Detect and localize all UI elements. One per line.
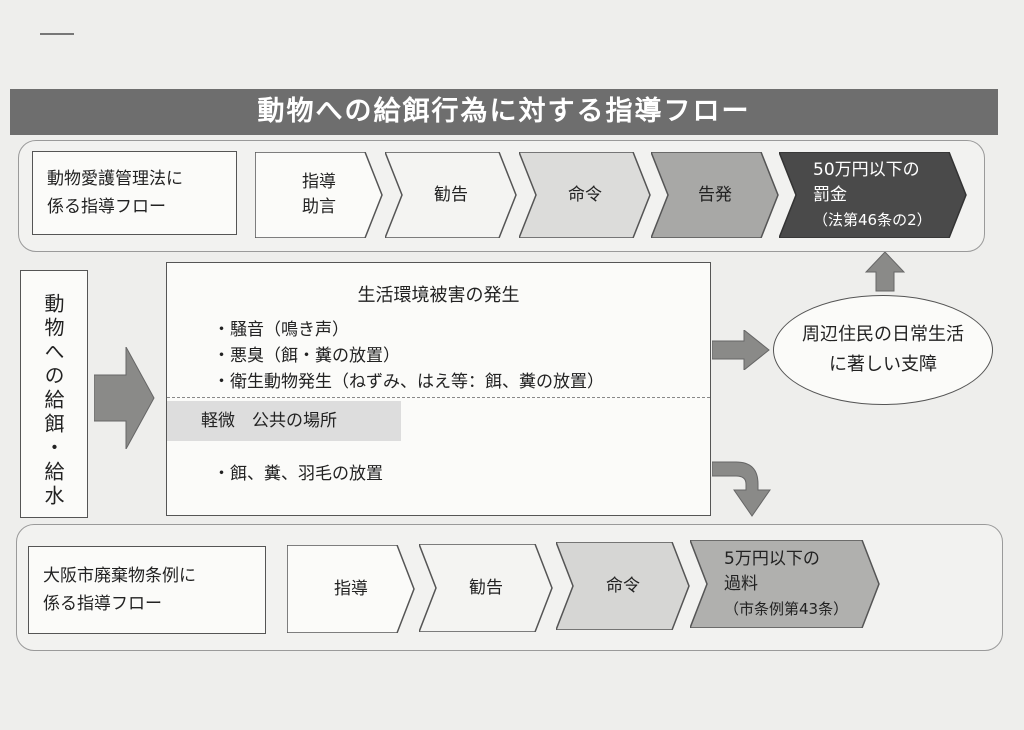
environmental-damage-box: 生活環境被害の発生 ・騒音（鳴き声） ・悪臭（餌・糞の放置） ・衛生動物発生（ね… xyxy=(166,262,711,516)
step-line: 命令 xyxy=(606,575,640,596)
step-guidance: 指導 助言 xyxy=(255,152,383,238)
dashed-divider xyxy=(167,397,710,398)
step-line: 勧告 xyxy=(434,184,468,205)
minor-heading: 軽微 公共の場所 xyxy=(167,401,401,441)
step-fine: 50万円以下の 罰金 （法第46条の2） xyxy=(779,152,967,238)
curved-arrow-icon xyxy=(712,461,771,517)
step-line: 50万円以下の xyxy=(813,159,920,180)
step-note: （市条例第43条） xyxy=(724,599,849,618)
step-line: 罰金 xyxy=(813,184,847,205)
step-line: 過料 xyxy=(724,573,758,594)
damage-item: ・騒音（鳴き声） xyxy=(213,320,349,340)
feeding-label-text: 動物への給餌・給水 xyxy=(41,293,65,509)
label-line: 大阪市廃棄物条例に xyxy=(43,566,196,586)
step-order: 命令 xyxy=(519,152,651,238)
label-line: 係る指導フロー xyxy=(43,594,162,614)
arrow-right-icon xyxy=(712,330,770,370)
step-line: 5万円以下の xyxy=(724,548,820,569)
step-order: 命令 xyxy=(556,542,690,630)
outcome-ellipse: 周辺住民の日常生活 に著しい支障 xyxy=(773,295,993,405)
page-title: 動物への給餌行為に対する指導フロー xyxy=(10,89,998,135)
animal-welfare-flow-label: 動物愛護管理法に 係る指導フロー xyxy=(32,151,237,235)
step-recommendation: 勧告 xyxy=(385,152,517,238)
step-line: 指導 xyxy=(302,172,336,192)
step-line: 指導 xyxy=(334,578,368,599)
label-line: 動物愛護管理法に xyxy=(47,169,183,189)
arrow-up-icon xyxy=(865,252,905,292)
damage-item: ・悪臭（餌・糞の放置） xyxy=(213,346,400,366)
step-accusation: 告発 xyxy=(651,152,779,238)
step-guidance: 指導 xyxy=(287,545,415,633)
minor-item: ・餌、糞、羽毛の放置 xyxy=(213,464,383,484)
outcome-line: に著しい支障 xyxy=(829,354,937,375)
step-note: （法第46条の2） xyxy=(813,210,932,229)
step-line: 告発 xyxy=(698,184,732,205)
damage-item: ・衛生動物発生（ねずみ、はえ等：餌、糞の放置） xyxy=(213,372,604,392)
step-recommendation: 勧告 xyxy=(419,544,553,632)
arrow-right-icon xyxy=(94,347,155,449)
label-line: 係る指導フロー xyxy=(47,197,166,217)
damage-heading: 生活環境被害の発生 xyxy=(357,285,520,306)
step-line: 命令 xyxy=(568,184,602,205)
feeding-label: 動物への給餌・給水 xyxy=(20,270,88,518)
header-dash xyxy=(40,33,74,35)
waste-ordinance-flow-label: 大阪市廃棄物条例に 係る指導フロー xyxy=(28,546,266,634)
step-line: 助言 xyxy=(302,197,336,217)
step-line: 勧告 xyxy=(469,577,503,598)
step-non-penal-fine: 5万円以下の 過料 （市条例第43条） xyxy=(690,540,880,628)
outcome-line: 周辺住民の日常生活 xyxy=(802,324,964,345)
